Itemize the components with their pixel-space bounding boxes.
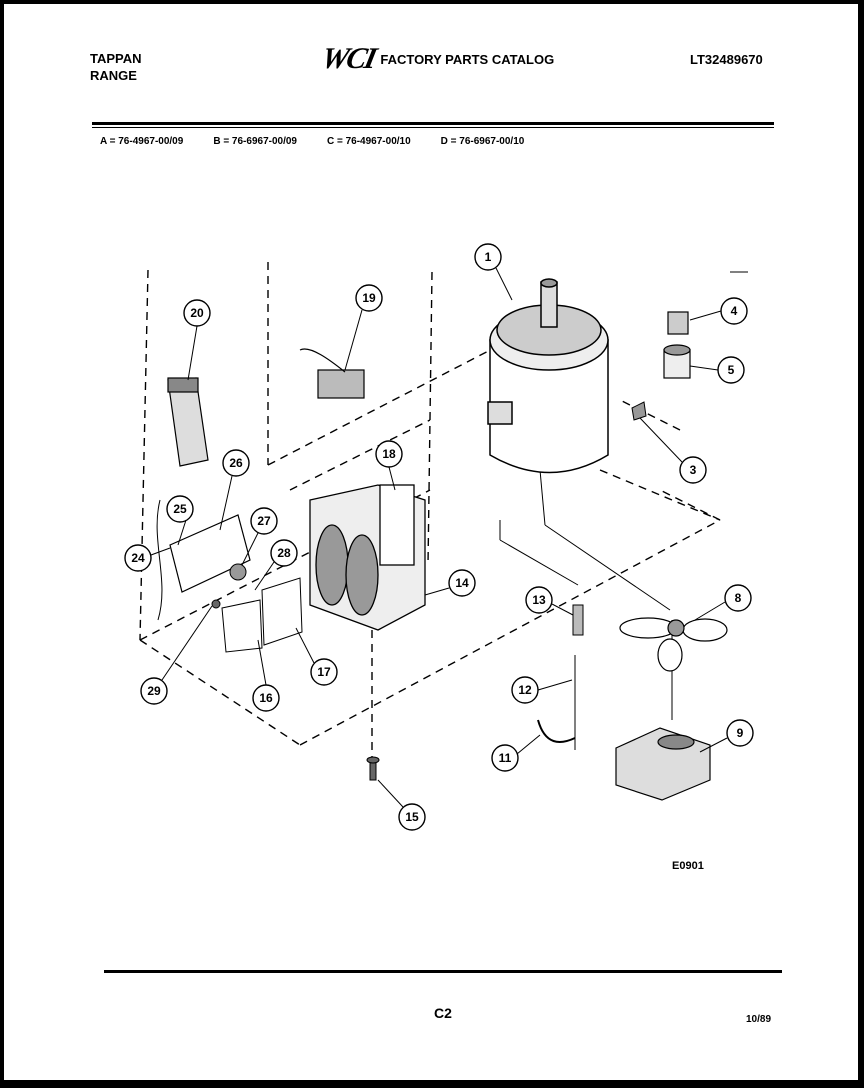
- diagram-code: E0901: [672, 860, 704, 872]
- callout-26: 26: [229, 456, 243, 470]
- catalog-title-block: WCI FACTORY PARTS CATALOG: [319, 42, 555, 75]
- callout-9: 9: [737, 726, 744, 740]
- mount-bracket: [221, 599, 263, 653]
- header-rule: [92, 122, 774, 125]
- callout-15: 15: [405, 810, 419, 824]
- callout-25: 25: [173, 502, 187, 516]
- callout-4: 4: [731, 304, 738, 318]
- callout-16: 16: [259, 691, 273, 705]
- revision-date: 10/89: [746, 1014, 772, 1025]
- knob-part: [229, 563, 247, 581]
- callout-8: 8: [735, 591, 742, 605]
- callout-27: 27: [257, 514, 271, 528]
- capacitor-part: [663, 311, 691, 379]
- screw-part: [211, 599, 221, 609]
- callout-5: 5: [728, 363, 735, 377]
- callout-24: 24: [131, 551, 145, 565]
- model-d: D = 76-6967-00/10: [440, 136, 525, 147]
- brand-name: TAPPAN: [90, 51, 142, 66]
- catalog-sheet: [4, 4, 858, 1080]
- footer-rule: [104, 970, 782, 973]
- page-number: C2: [434, 1005, 452, 1021]
- control-board: [169, 514, 251, 593]
- callout-17: 17: [317, 665, 331, 679]
- model-list: A = 76-4967-00/09 B = 76-6967-00/09 C = …: [100, 136, 524, 147]
- catalog-number: LT32489670: [690, 52, 763, 67]
- model-a: A = 76-4967-00/09: [100, 136, 184, 147]
- plate-bracket: [261, 577, 303, 646]
- clip-part: [631, 401, 647, 421]
- header-rule-thin: [92, 127, 774, 128]
- catalog-title: FACTORY PARTS CATALOG: [380, 51, 555, 67]
- bottom-screw: [366, 756, 380, 781]
- callout-13: 13: [532, 593, 546, 607]
- model-b: B = 76-6967-00/09: [213, 136, 297, 147]
- callout-14: 14: [455, 576, 469, 590]
- callout-28: 28: [277, 546, 291, 560]
- product-type: RANGE: [90, 68, 137, 83]
- callout-19: 19: [362, 291, 376, 305]
- wire-part: [537, 719, 576, 743]
- fan-motor: [615, 727, 711, 801]
- harness-part: [299, 348, 365, 399]
- brand-block: TAPPAN RANGE: [90, 50, 142, 84]
- motor-assembly: [487, 278, 609, 474]
- callout-12: 12: [518, 683, 532, 697]
- callout-20: 20: [190, 306, 204, 320]
- callout-1: 1: [485, 250, 492, 264]
- callout-29: 29: [147, 684, 161, 698]
- callout-11: 11: [499, 751, 512, 765]
- control-box: [309, 484, 426, 631]
- bracket-part: [167, 377, 209, 467]
- model-c: C = 76-4967-00/10: [326, 136, 411, 147]
- callout-3: 3: [690, 463, 697, 477]
- fan-blade: [619, 617, 728, 672]
- switch-part: [572, 604, 584, 636]
- callout-18: 18: [382, 447, 396, 461]
